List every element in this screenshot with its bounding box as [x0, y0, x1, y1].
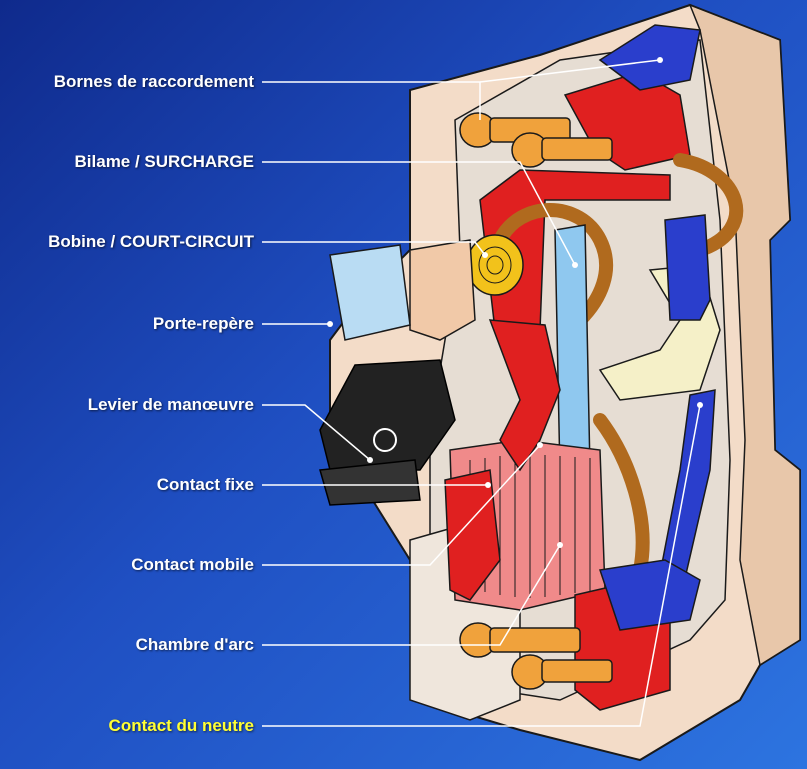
label-chambre-d-arc: Chambre d'arc [135, 635, 254, 654]
label-bobine-court-circuit: Bobine / COURT-CIRCUIT [48, 232, 254, 251]
leader-chambre [262, 544, 561, 646]
label-levier-de-manoeuvre: Levier de manœuvre [87, 395, 254, 414]
operating-lever [319, 359, 456, 506]
label-contact-fixe: Contact fixe [156, 475, 254, 494]
bottom-blue-clip [599, 559, 701, 631]
coil-plate [409, 239, 476, 341]
label-bornes-de-raccordement: Bornes de raccordement [53, 72, 254, 91]
leader-bornes-2 [479, 59, 661, 83]
label-contact-mobile: Contact mobile [131, 555, 254, 574]
fixed-contact [444, 469, 501, 601]
braid-top [493, 203, 614, 327]
top-screws [459, 112, 613, 168]
leader-levier [262, 404, 371, 461]
blue-side-part [664, 214, 711, 321]
blue-trip-bar [554, 224, 591, 476]
label-bilame-surcharge: Bilame / SURCHARGE [74, 152, 254, 171]
leader-bilame [262, 161, 576, 266]
coil [466, 234, 524, 296]
leader-lines [262, 57, 703, 727]
label-contact-du-neutre: Contact du neutre [108, 716, 254, 735]
top-blue-clip [598, 24, 701, 91]
label-porte-repere: Porte-repère [152, 314, 254, 333]
leader-neutre [262, 404, 701, 727]
label-holder [329, 244, 411, 341]
leader-bobine [262, 241, 486, 256]
bottom-screws [459, 622, 613, 690]
braid-lower [593, 413, 650, 577]
braid-right [673, 153, 744, 257]
leader-contact-mobile [262, 444, 541, 566]
